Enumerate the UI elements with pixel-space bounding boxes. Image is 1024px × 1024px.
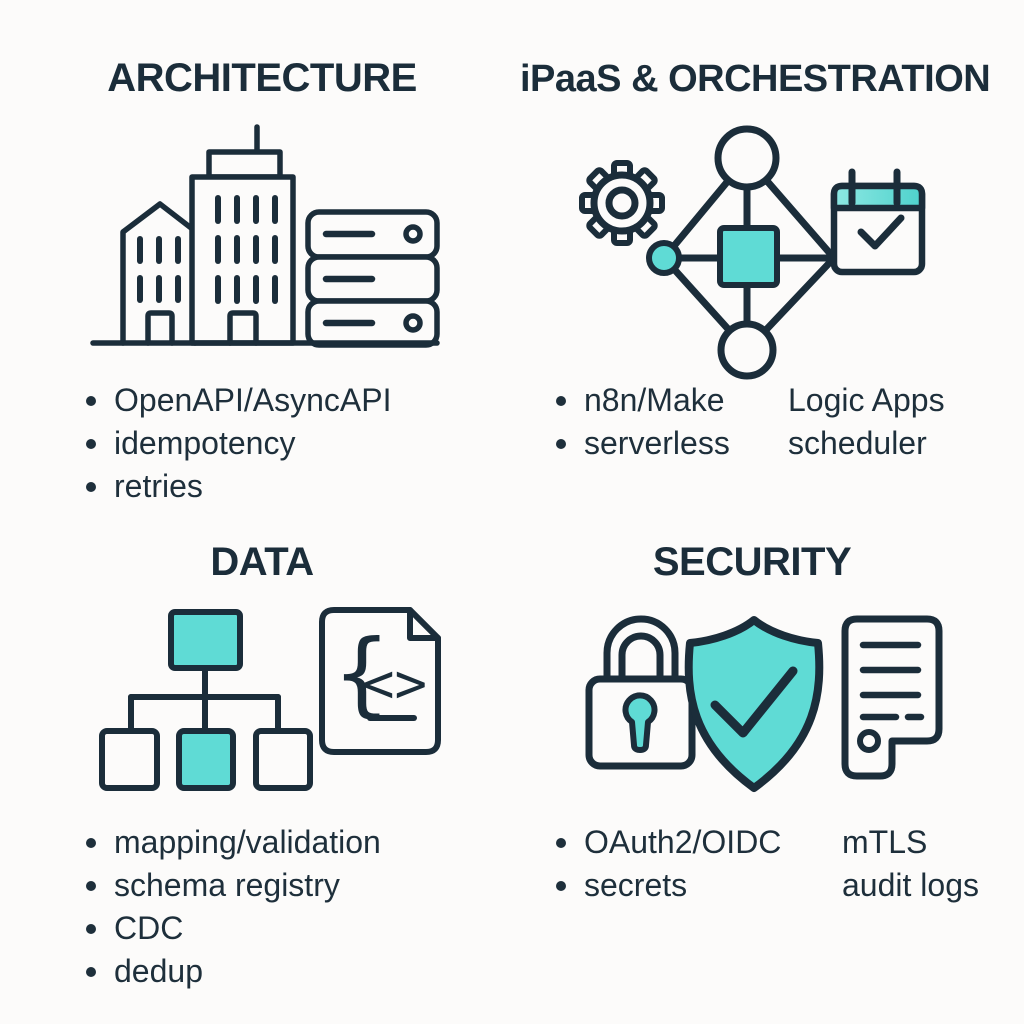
ipaas-bullet-list: n8n/Make serverless [556,379,730,465]
calendar-header [830,182,926,212]
bullet-dot-icon [86,837,96,848]
bullet-dot-icon [556,837,566,848]
bullet-label: mTLS [842,824,928,860]
bullet-label: schema registry [114,867,340,903]
calendar-check-icon [830,168,926,276]
security-bullet-list: OAuth2/OIDC secrets [556,821,781,907]
bullet-label: idempotency [114,425,296,461]
tree-node-parent [168,609,243,671]
bullet-label: audit logs [842,867,979,903]
padlock-icon [585,615,696,770]
bullet-label: retries [114,468,203,504]
bullet-dot-icon [86,880,96,891]
tree-node-child [176,728,236,791]
bullet-item: serverless [556,422,730,465]
bullet-dot-icon [86,923,96,934]
data-bullet-list: mapping/validation schema registry CDC d… [86,821,381,993]
architecture-bullet-list: OpenAPI/AsyncAPI idempotency retries [86,379,391,508]
bullet-item: schema registry [86,864,381,907]
tree-node-child [99,728,160,791]
angle-brackets-glyph: <> [362,652,427,715]
workflow-node-top [714,125,780,191]
ipaas-bullet-list-col2: Logic Apps scheduler [788,379,945,465]
buildings-icon [120,124,296,346]
bullet-dot-icon [86,438,96,449]
bullet-item: mTLS [842,821,979,864]
bullet-dot-icon [556,395,566,406]
bullet-item: retries [86,465,391,508]
architecture-title: ARCHITECTURE [107,56,417,100]
security-title: SECURITY [652,540,852,584]
bullet-dot-icon [556,880,566,891]
tree-node-child [253,728,313,791]
bullet-item: OAuth2/OIDC [556,821,781,864]
shield-check-icon [684,616,824,792]
bullet-item: Logic Apps [788,379,945,422]
bullet-item: OpenAPI/AsyncAPI [86,379,391,422]
code-file-icon: { <> [319,607,441,755]
workflow-diagram-icon [646,125,838,380]
check-icon [710,666,798,738]
bullet-label: OAuth2/OIDC [584,824,782,860]
folded-corner [407,607,441,641]
bullet-label: dedup [114,953,203,989]
audit-log-icon [841,615,943,780]
bullet-label: secrets [584,867,688,903]
workflow-node-left [646,240,682,276]
ipaas-title: iPaaS & ORCHESTRATION [520,58,991,100]
workflow-node-center [717,225,780,288]
bullet-dot-icon [86,395,96,406]
server-stack-icon [305,209,440,348]
data-title: DATA [210,540,314,584]
bullet-label: Logic Apps [788,382,945,418]
bullet-dot-icon [86,966,96,977]
bullet-label: scheduler [788,425,927,461]
bullet-item: scheduler [788,422,945,465]
bullet-label: serverless [584,425,730,461]
bullet-item: secrets [556,864,781,907]
keyhole [622,692,658,753]
bullet-item: idempotency [86,422,391,465]
architecture-icon-group [90,124,440,348]
bullet-item: n8n/Make [556,379,730,422]
tree-diagram-icon [99,609,313,791]
security-icon-group [585,615,943,792]
bullet-label: n8n/Make [584,382,725,418]
check-icon [857,214,905,250]
brace-glyph: { [334,620,389,727]
bullet-label: OpenAPI/AsyncAPI [114,382,392,418]
bullet-item: mapping/validation [86,821,381,864]
security-bullet-list-col2: mTLS audit logs [842,821,979,907]
bullet-item: dedup [86,950,381,993]
bullet-label: mapping/validation [114,824,381,860]
bullet-item: CDC [86,907,381,950]
bullet-label: CDC [114,910,184,946]
workflow-node-bottom [717,320,777,380]
bullet-item: audit logs [842,864,979,907]
ipaas-icon-group [579,125,926,380]
bullet-dot-icon [86,481,96,492]
gear-icon [579,160,665,246]
bullet-dot-icon [556,438,566,449]
